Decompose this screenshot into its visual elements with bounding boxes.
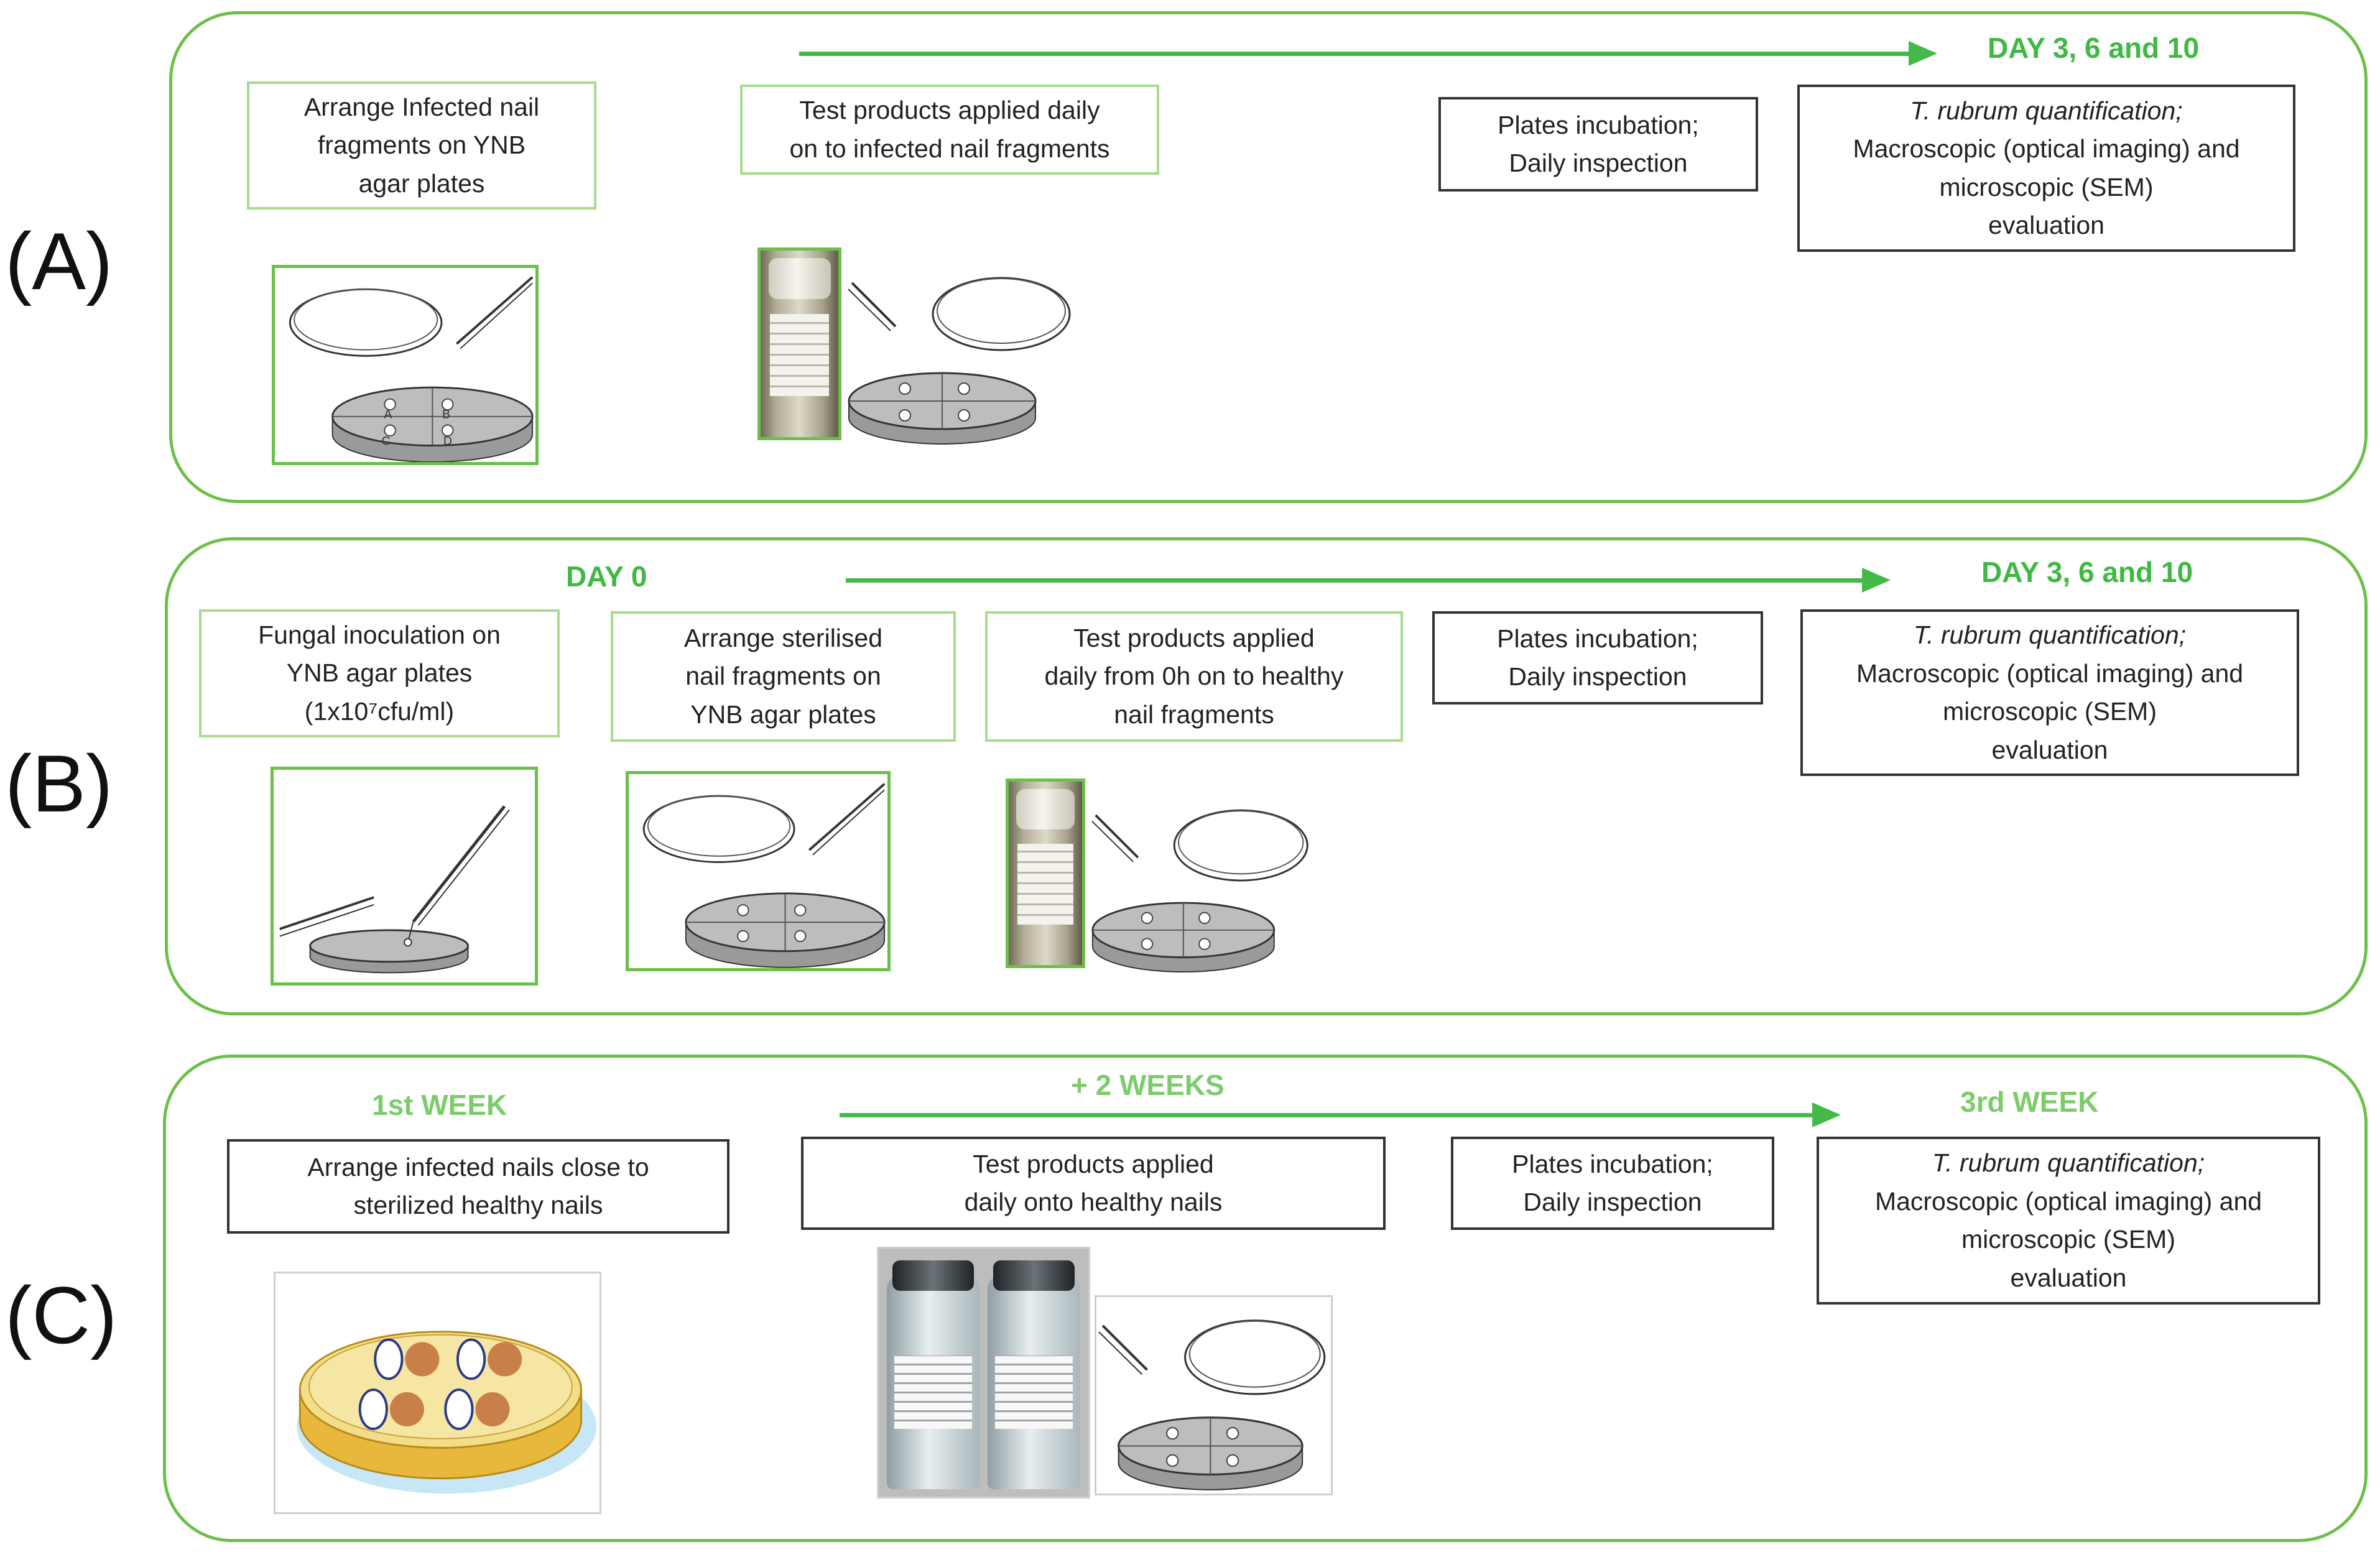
petri-dish-drawing-c	[1095, 1295, 1333, 1495]
svg-text:B: B	[442, 408, 450, 422]
test-product-bottle-b	[1006, 778, 1085, 968]
timeline-start-b: DAY 0	[566, 560, 647, 593]
step-box-a4: T. rubrum quantification;Macroscopic (op…	[1797, 85, 2295, 252]
timeline-arrow-c	[840, 1102, 1841, 1127]
petri-dish-illustration-b	[626, 771, 891, 971]
panel-label-c: (C)	[5, 1270, 118, 1360]
svg-text:D: D	[443, 435, 452, 448]
timeline-end-b: DAY 3, 6 and 10	[1981, 556, 2193, 588]
petri-dish-drawing-a	[846, 255, 1076, 448]
timeline-start-c: 1st WEEK	[372, 1089, 507, 1121]
petri-dish-illustration-a: A B C D	[272, 265, 539, 465]
panel-b	[165, 537, 2368, 1015]
timeline-arrow-a	[799, 41, 1937, 66]
timeline-end-c: 3rd WEEK	[1960, 1086, 2099, 1118]
timeline-end-a: DAY 3, 6 and 10	[1988, 32, 2200, 64]
petri-dish-drawing-b	[1090, 785, 1313, 979]
step-box-c4: T. rubrum quantification;Macroscopic (op…	[1817, 1137, 2320, 1305]
timeline-middle-c: + 2 WEEKS	[1071, 1069, 1225, 1101]
panel-c	[163, 1055, 2368, 1542]
timeline-arrow-b	[846, 568, 1891, 593]
plate-letter-a-icon: A	[384, 408, 392, 422]
nail-plate-illustration-c	[274, 1272, 601, 1514]
step-box-b4: Plates incubation;Daily inspection	[1432, 611, 1763, 704]
step-box-a3: Plates incubation;Daily inspection	[1438, 97, 1758, 192]
test-product-jars-photo-c	[877, 1247, 1090, 1499]
step-box-b5: T. rubrum quantification;Macroscopic (op…	[1800, 609, 2299, 776]
svg-text:C: C	[381, 435, 390, 448]
panel-a	[169, 11, 2368, 503]
inoculation-illustration-b	[271, 767, 538, 986]
test-product-bottle-a	[757, 247, 841, 440]
step-box-c3: Plates incubation;Daily inspection	[1451, 1137, 1774, 1230]
panel-label-b: (B)	[5, 738, 113, 829]
panel-label-a: (A)	[5, 216, 113, 307]
